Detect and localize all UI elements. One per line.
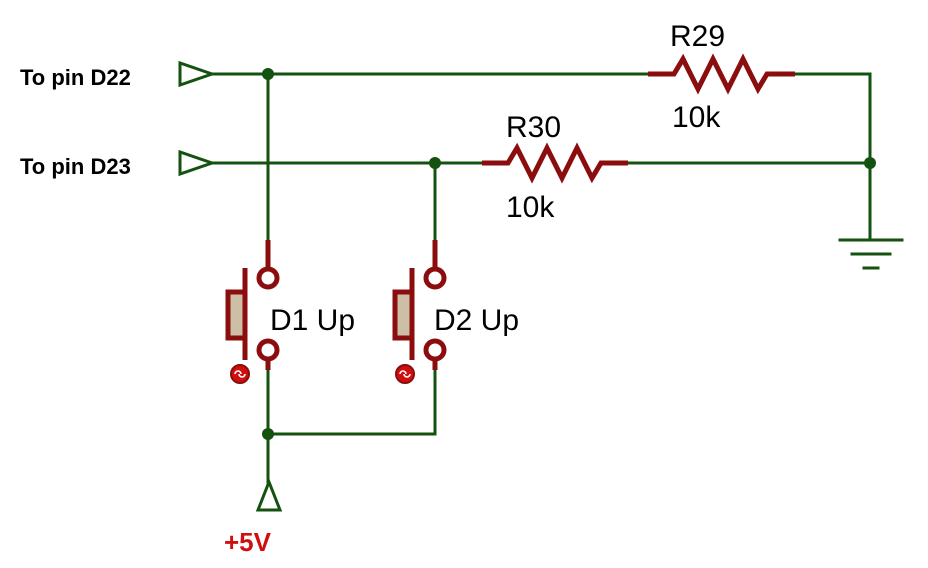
pushbutton-d1-label: D1 Up xyxy=(270,304,355,337)
input-port-d23-icon xyxy=(178,149,217,177)
input-port-d22-icon xyxy=(178,60,217,88)
junction-dot xyxy=(262,68,274,80)
junction-dot xyxy=(262,428,274,440)
resistor-r30-value: 10k xyxy=(506,191,555,224)
junction-dot xyxy=(429,157,441,169)
junction-dot xyxy=(864,157,876,169)
pushbutton-d2-label: D2 Up xyxy=(434,304,519,337)
port-label-d23: To pin D23 xyxy=(20,154,131,179)
power-supply-icon xyxy=(255,477,283,512)
resistor-r29-ref: R29 xyxy=(670,20,725,53)
resistor-r30 xyxy=(482,142,628,184)
pushbutton-d1-actuator-icon[interactable] xyxy=(230,364,250,384)
resistor-r29 xyxy=(648,53,795,95)
wires xyxy=(210,72,872,484)
resistor-r29-value: 10k xyxy=(672,101,721,134)
supply-label: +5V xyxy=(224,527,272,557)
ground-icon xyxy=(838,238,904,270)
resistor-r30-ref: R30 xyxy=(506,111,561,144)
pushbutton-d2 xyxy=(392,240,447,370)
pushbutton-d2-actuator-icon[interactable] xyxy=(395,364,415,384)
pushbutton-d1 xyxy=(225,240,280,370)
port-label-d22: To pin D22 xyxy=(20,65,131,90)
